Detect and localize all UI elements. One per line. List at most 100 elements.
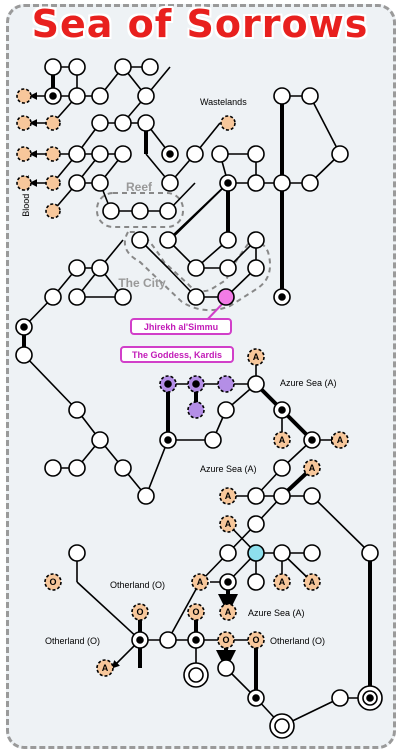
map-node[interactable] (114, 459, 132, 477)
city-node[interactable] (219, 231, 237, 249)
map-node[interactable] (91, 431, 109, 449)
map-node[interactable] (91, 114, 109, 132)
map-node[interactable] (247, 573, 265, 591)
map-node[interactable] (204, 431, 222, 449)
map-node[interactable] (303, 544, 321, 562)
map-node[interactable] (91, 174, 109, 192)
map-node[interactable] (247, 487, 265, 505)
azure-exit[interactable]: A (273, 431, 291, 449)
map-node[interactable] (114, 145, 132, 163)
goddess-node[interactable] (217, 375, 235, 393)
map-node-dot (252, 694, 260, 702)
portal-node[interactable] (183, 662, 209, 688)
exit-node[interactable] (16, 146, 32, 162)
map-node[interactable] (15, 346, 33, 364)
map-node[interactable] (217, 659, 235, 677)
map-node[interactable] (44, 58, 62, 76)
map-node[interactable] (68, 145, 86, 163)
reef-node[interactable] (102, 202, 120, 220)
map-node[interactable] (68, 459, 86, 477)
otherland-exit[interactable]: O (44, 573, 62, 591)
map-node[interactable] (91, 87, 109, 105)
azure-exit[interactable]: A (219, 487, 237, 505)
map-node[interactable] (68, 58, 86, 76)
exit-node[interactable] (45, 175, 61, 191)
reef-node[interactable] (131, 202, 149, 220)
map-node[interactable] (137, 114, 155, 132)
map-node[interactable] (301, 87, 319, 105)
map-node[interactable] (186, 145, 204, 163)
azure-exit[interactable]: A (273, 573, 291, 591)
city-node[interactable] (187, 288, 205, 306)
map-node[interactable] (273, 544, 291, 562)
goddess-node[interactable] (187, 401, 205, 419)
map-node[interactable] (273, 459, 291, 477)
exit-node[interactable] (45, 115, 61, 131)
map-node[interactable] (247, 515, 265, 533)
map-node[interactable] (273, 487, 291, 505)
azure-exit[interactable]: A (331, 431, 349, 449)
otherland-exit[interactable]: O (247, 631, 265, 649)
map-node[interactable] (68, 87, 86, 105)
azure-exit[interactable]: A (219, 603, 237, 621)
map-node[interactable] (44, 288, 62, 306)
map-node[interactable] (137, 487, 155, 505)
exit-node[interactable] (220, 115, 236, 131)
map-node[interactable] (247, 145, 265, 163)
city-node[interactable] (247, 231, 265, 249)
map-node[interactable] (114, 58, 132, 76)
city-node[interactable] (159, 231, 177, 249)
map-node[interactable] (68, 174, 86, 192)
map-node[interactable] (141, 58, 159, 76)
map-node[interactable] (211, 145, 229, 163)
cyan-node[interactable] (247, 544, 265, 562)
jhirekh-node[interactable] (217, 288, 235, 306)
city-node[interactable] (187, 259, 205, 277)
map-node[interactable] (301, 174, 319, 192)
map-node[interactable] (44, 459, 62, 477)
exit-node[interactable] (16, 175, 32, 191)
azure-exit[interactable]: A (303, 573, 321, 591)
exit-node[interactable] (45, 146, 61, 162)
map-node-dot (20, 323, 28, 331)
azure-exit[interactable]: A (303, 459, 321, 477)
map-node[interactable] (273, 87, 291, 105)
city-node[interactable] (247, 259, 265, 277)
map-node[interactable] (303, 487, 321, 505)
map-node[interactable] (68, 544, 86, 562)
map-node[interactable] (273, 174, 291, 192)
map-node[interactable] (91, 259, 109, 277)
exit-node[interactable] (45, 203, 61, 219)
map-node[interactable] (114, 114, 132, 132)
map-node[interactable] (91, 145, 109, 163)
map-node[interactable] (114, 288, 132, 306)
map-node[interactable] (247, 375, 265, 393)
map-node[interactable] (68, 259, 86, 277)
otherland-exit[interactable]: O (217, 631, 235, 649)
azure-exit[interactable]: A (191, 573, 209, 591)
map-node[interactable] (219, 544, 237, 562)
exit-node[interactable] (16, 88, 32, 104)
map-node[interactable] (361, 544, 379, 562)
map-node[interactable] (68, 401, 86, 419)
map-node[interactable] (68, 288, 86, 306)
svg-text:A: A (279, 577, 286, 587)
city-node[interactable] (131, 231, 149, 249)
map-node[interactable] (331, 689, 349, 707)
map-node[interactable] (247, 174, 265, 192)
map-node[interactable] (137, 87, 155, 105)
reef-node[interactable] (159, 202, 177, 220)
portal-node[interactable] (269, 713, 295, 739)
azure-exit[interactable]: A (219, 515, 237, 533)
map-node[interactable] (217, 401, 235, 419)
map-node[interactable] (161, 174, 179, 192)
map-node[interactable] (331, 145, 349, 163)
otherland-exit[interactable]: O (131, 603, 149, 621)
azure-exit[interactable]: A (247, 348, 265, 366)
portal-node[interactable] (357, 685, 383, 711)
exit-node[interactable] (16, 115, 32, 131)
city-node[interactable] (219, 259, 237, 277)
map-node[interactable] (159, 631, 177, 649)
otherland-exit[interactable]: O (187, 603, 205, 621)
azure-exit[interactable]: A (96, 659, 114, 677)
